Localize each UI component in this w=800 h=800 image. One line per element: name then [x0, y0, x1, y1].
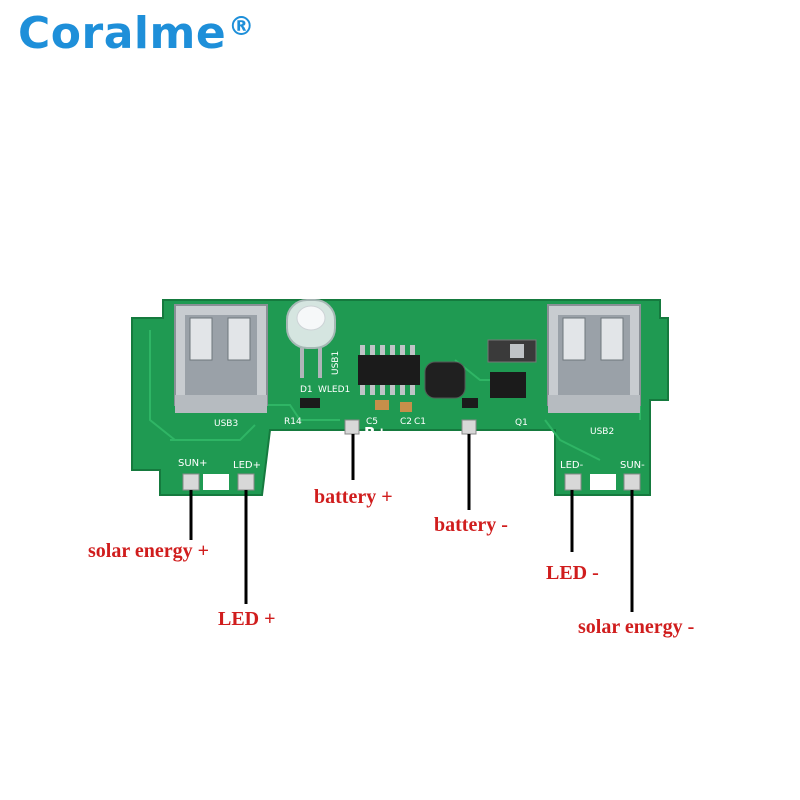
- capacitor-c5: [375, 400, 389, 410]
- callout-solar-plus: solar energy +: [88, 540, 210, 562]
- smd-part: [462, 398, 478, 408]
- silk-usb-mid: USB1: [331, 351, 341, 375]
- silk-led-plus: LED+: [233, 460, 261, 471]
- silk-r14: R14: [284, 417, 302, 427]
- inductor: [424, 361, 466, 399]
- callout-battery-minus: battery -: [434, 514, 508, 536]
- usb-port-left: [174, 304, 268, 413]
- solder-pads: [182, 419, 641, 491]
- silk-c1: C1: [414, 417, 426, 427]
- silk-usb-left: USB3: [214, 419, 238, 429]
- silk-led-minus: LED-: [560, 460, 584, 471]
- registered-mark: ®: [228, 12, 255, 42]
- clear-led: [286, 299, 336, 378]
- callout-solar-minus: solar energy -: [578, 616, 695, 638]
- silk-d1: D1: [300, 385, 313, 395]
- silk-c5: C5: [366, 417, 378, 427]
- silk-sun-minus: SUN-: [620, 460, 645, 471]
- capacitor-c2: [400, 402, 412, 412]
- brand-logo: Coralme®: [18, 8, 255, 59]
- switch-knob: [510, 344, 524, 358]
- leader-lines: [189, 434, 634, 612]
- silk-sun-plus: SUN+: [178, 458, 208, 469]
- silk-usb-right: USB2: [590, 427, 614, 437]
- callout-battery-plus: battery +: [314, 486, 393, 508]
- silk-wled: WLED1: [318, 385, 350, 395]
- callout-led-plus: LED +: [218, 608, 276, 630]
- silk-c2: C2: [400, 417, 412, 427]
- silk-q1: Q1: [515, 418, 528, 428]
- silk-b-plus: B+: [364, 424, 388, 442]
- ic-chip: [358, 345, 420, 395]
- brand-name: Coralme: [18, 8, 227, 59]
- callout-led-minus: LED -: [546, 562, 599, 584]
- resistor-r14: [300, 398, 320, 408]
- transistor: [490, 372, 526, 398]
- usb-port-right: [547, 304, 641, 413]
